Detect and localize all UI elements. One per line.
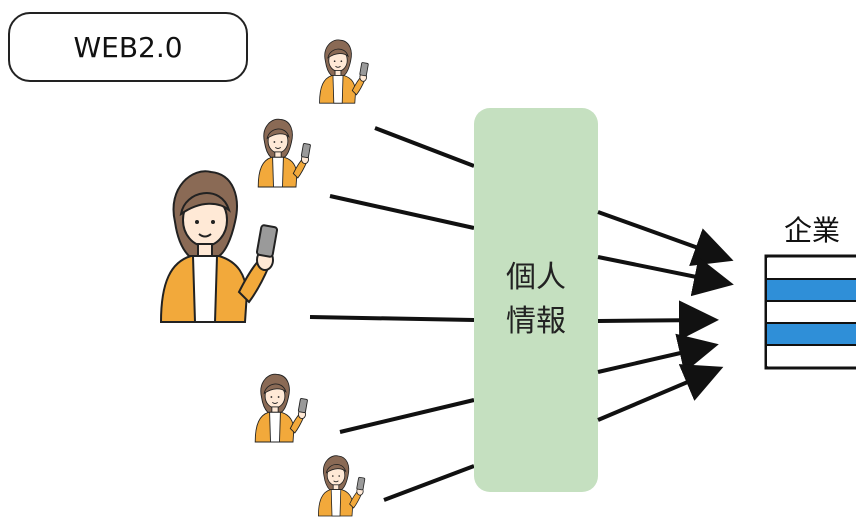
connector-line xyxy=(329,194,475,230)
arrow-icon xyxy=(597,255,734,297)
arrow-icon xyxy=(597,364,724,422)
database-icon xyxy=(764,254,856,370)
title-text: WEB2.0 xyxy=(73,30,183,64)
personal-info-box xyxy=(474,108,598,492)
connector-line xyxy=(339,398,475,434)
arrow-icon xyxy=(597,210,734,266)
person-icon xyxy=(160,170,279,323)
arrow-icon xyxy=(597,300,719,341)
person-icon xyxy=(257,118,312,188)
database-stripe xyxy=(767,346,856,366)
person-icon xyxy=(317,455,366,517)
arrow-icon xyxy=(597,333,719,374)
database-stripe xyxy=(767,258,856,278)
box-label-line1: 個人 xyxy=(506,260,566,295)
person-icon xyxy=(254,373,309,443)
connector-line xyxy=(374,126,475,168)
database-stripe xyxy=(767,324,856,344)
box-label-line2: 情報 xyxy=(506,304,566,339)
connector-line xyxy=(383,464,475,502)
person-icon xyxy=(319,39,369,104)
title-box: WEB2.0 xyxy=(8,12,248,82)
connector-line xyxy=(309,315,475,322)
database-stripe xyxy=(767,280,856,300)
company-label: 企業 xyxy=(784,214,840,247)
database-stripe xyxy=(767,302,856,322)
